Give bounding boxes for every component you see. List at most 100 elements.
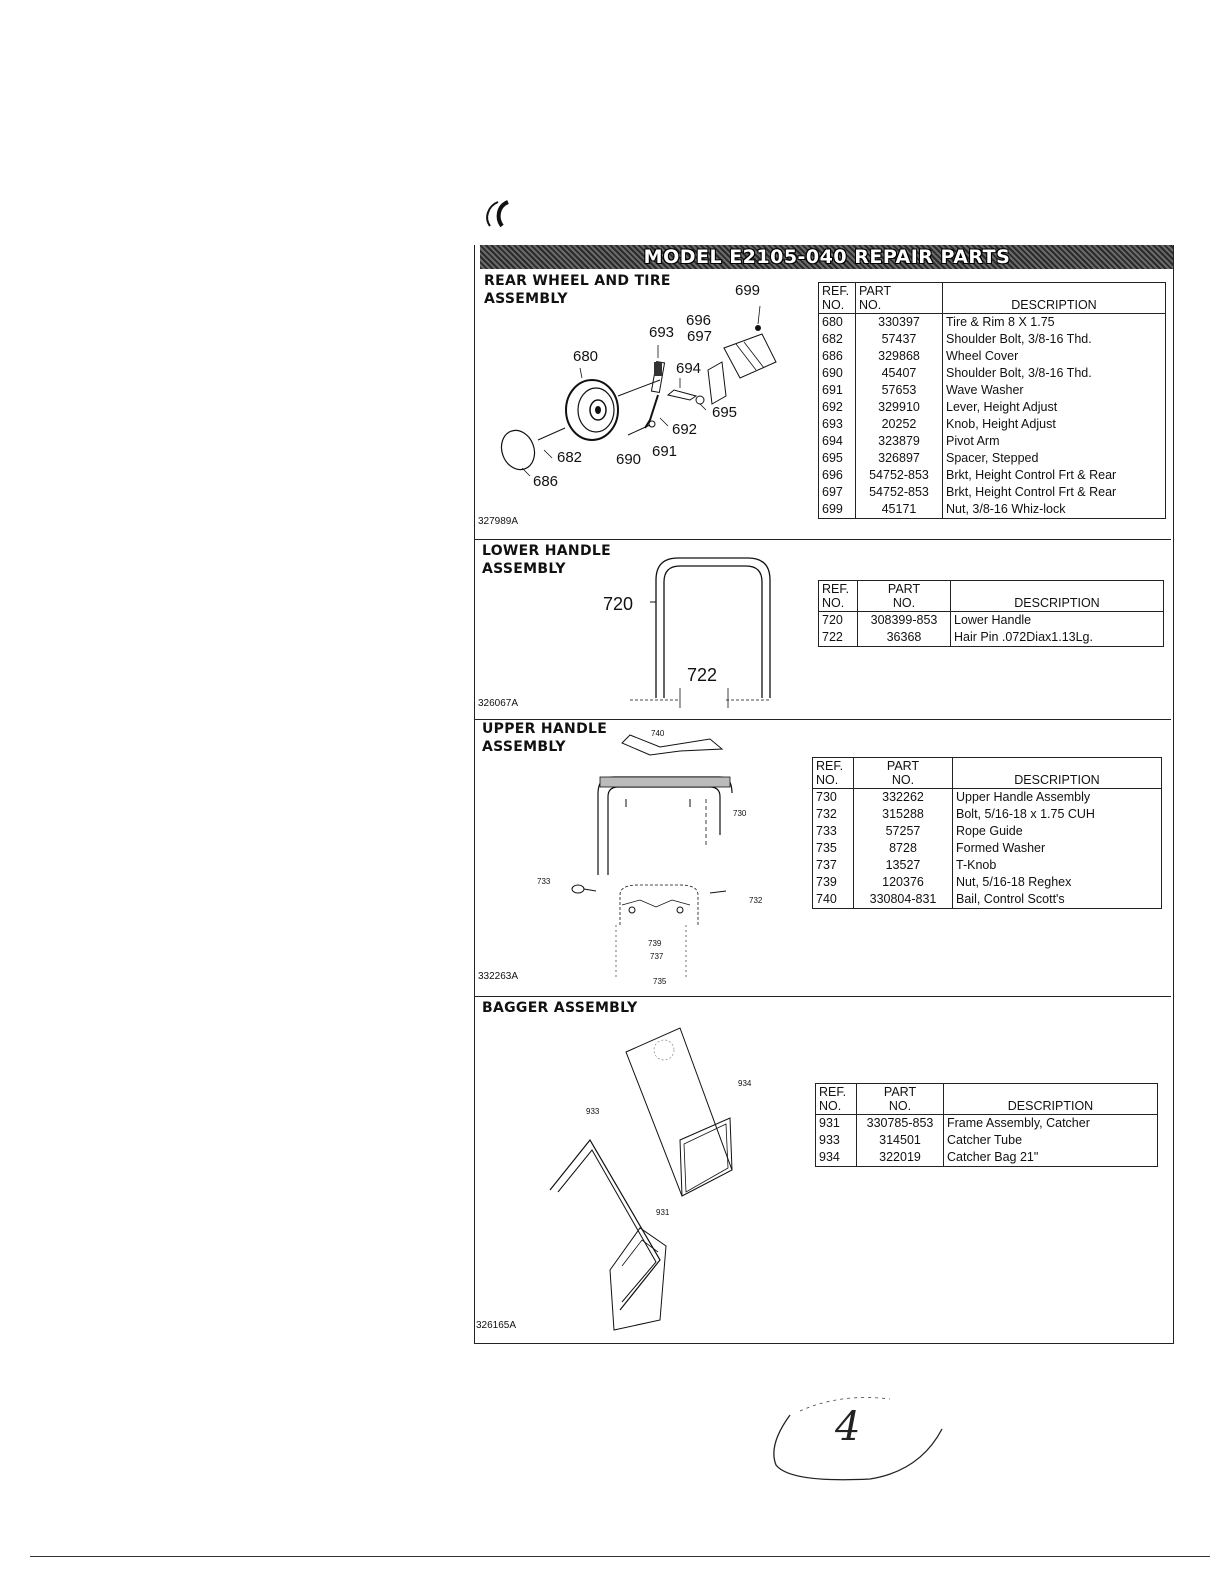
section-title-upper-handle: UPPER HANDLE ASSEMBLY [482,721,608,755]
callout-693: 693 [649,324,675,341]
col-desc: DESCRIPTION [950,580,1164,612]
description: Lower Handle [950,611,1164,629]
ref-no: 732 [812,806,854,823]
col-ref: REF. NO. [815,1083,857,1115]
part-no: 322019 [856,1149,944,1167]
description: Bail, Control Scott's [952,891,1162,909]
banner-title: MODEL E2105-040 REPAIR PARTS [643,246,1011,268]
rear-wheel-illustration [500,305,777,477]
part-no: 45407 [855,365,943,382]
ref-no: 933 [815,1132,857,1149]
ref-no: 691 [818,382,856,399]
callout-697: 697 [687,328,713,345]
sheet-frame [474,245,1174,1344]
part-no: 8728 [853,840,953,857]
col-ref: REF. NO. [818,580,858,612]
part-no: 329868 [855,348,943,365]
description: Spacer, Stepped [942,450,1166,467]
ref-no: 699 [818,501,856,519]
lower-handle-illustration [630,557,771,708]
description: Rope Guide [952,823,1162,840]
section-divider [474,996,1171,997]
description: Catcher Bag 21" [943,1149,1158,1167]
col-desc: DESCRIPTION [943,1083,1158,1115]
description: Shoulder Bolt, 3/8-16 Thd. [942,365,1166,382]
figure-code: 326067A [478,698,519,709]
ref-no: 694 [818,433,856,450]
description: Lever, Height Adjust [942,399,1166,416]
col-part: PART NO. [857,580,951,612]
description: Brkt, Height Control Frt & Rear [942,484,1166,501]
description: Brkt, Height Control Frt & Rear [942,467,1166,484]
part-no: 330785-853 [856,1114,944,1132]
col-part: PART NO. [853,757,953,789]
part-no: 57653 [855,382,943,399]
section-title-bagger: BAGGER ASSEMBLY [482,1000,638,1016]
ref-no: 695 [818,450,856,467]
col-desc: DESCRIPTION [942,282,1166,314]
callout-740: 740 [651,729,665,738]
callout-695: 695 [712,404,738,421]
upper-handle-illustration [571,734,733,980]
part-no: 36368 [857,629,951,647]
callout-682: 682 [557,449,583,466]
ref-no: 697 [818,484,856,501]
col-ref: REF. NO. [812,757,854,789]
callout-722: 722 [687,665,718,685]
corner-mark-icon [486,200,509,228]
callout-680: 680 [573,348,599,365]
callout-733: 733 [537,877,551,886]
ref-no: 730 [812,788,854,806]
page-number: 4 [835,1404,861,1450]
ref-no: 739 [812,874,854,891]
callout-934: 934 [738,1079,752,1088]
callout-699: 699 [735,282,761,299]
ref-no: 690 [818,365,856,382]
description: Hair Pin .072Diax1.13Lg. [950,629,1164,647]
part-no: 323879 [855,433,943,450]
ref-no: 735 [812,840,854,857]
part-no: 332262 [853,788,953,806]
callout-720: 720 [603,594,634,614]
description: T-Knob [952,857,1162,874]
part-no: 120376 [853,874,953,891]
ref-no: 931 [815,1114,857,1132]
ref-no: 696 [818,467,856,484]
ref-no: 680 [818,313,856,331]
description: Bolt, 5/16-18 x 1.75 CUH [952,806,1162,823]
section-title-lower-handle: LOWER HANDLE ASSEMBLY [482,543,611,577]
callout-690: 690 [616,451,642,468]
description: Frame Assembly, Catcher [943,1114,1158,1132]
callout-735: 735 [653,977,667,986]
description: Wave Washer [942,382,1166,399]
col-ref: REF. NO. [818,282,856,314]
figure-code: 326165A [476,1320,517,1331]
part-no: 57257 [853,823,953,840]
section-divider [474,719,1171,720]
col-part: PART NO. [856,1083,944,1115]
description: Formed Washer [952,840,1162,857]
ref-no: 682 [818,331,856,348]
description: Tire & Rim 8 X 1.75 [942,313,1166,331]
callout-696: 696 [686,312,712,329]
